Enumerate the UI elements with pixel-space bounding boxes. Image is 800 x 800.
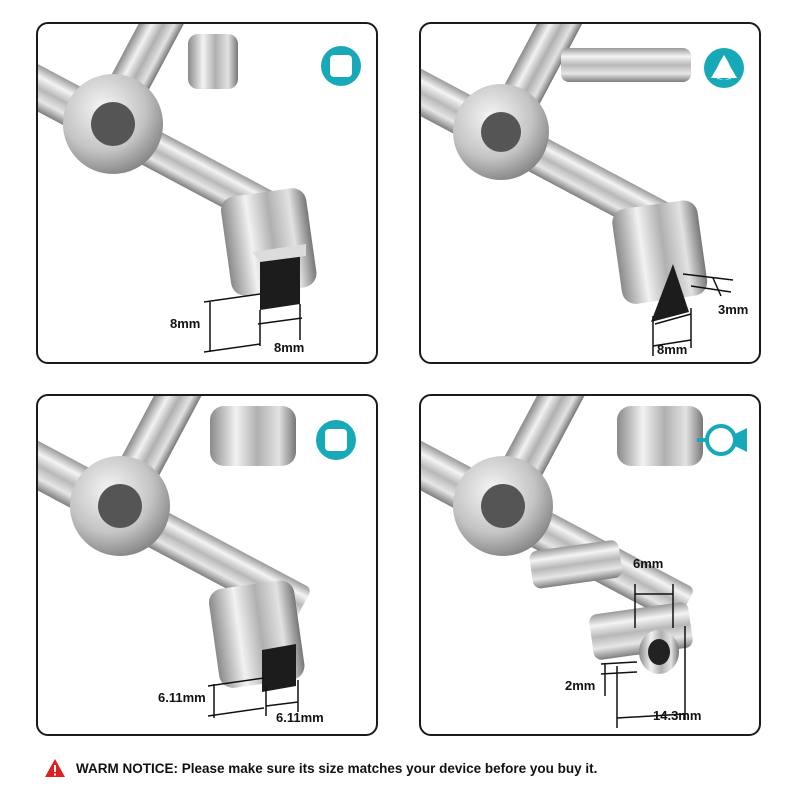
dimension-label: 6.11mm	[276, 710, 324, 725]
dimension-lines	[600, 584, 686, 728]
panel-double-bit-14-3mm: 6mm 2mm 14.3mm	[419, 394, 761, 736]
dimension-lines	[207, 677, 299, 718]
dimension-label: 2mm	[565, 678, 596, 693]
dimension-label: 14.3mm	[653, 708, 702, 723]
panel-square-8mm: 8mm 8mm	[36, 22, 378, 364]
dimension-lines	[203, 293, 303, 353]
cross-key-photo	[38, 24, 361, 353]
dimension-lines	[652, 273, 734, 356]
cross-key-photo	[421, 396, 747, 728]
cross-key-photo	[38, 396, 356, 718]
cross-key-photo	[421, 24, 744, 356]
warning-icon	[45, 759, 65, 777]
dimension-label: 8mm	[274, 340, 305, 355]
dimension-label: 6.11mm	[158, 690, 206, 705]
shape-badge	[704, 48, 744, 88]
dimension-label: 8mm	[170, 316, 201, 331]
dimension-label: 3mm	[718, 302, 749, 317]
panel-triangle-8mm: 3mm 8mm	[419, 22, 761, 364]
shape-badge	[697, 424, 747, 456]
notice-text: WARM NOTICE: Please make sure its size m…	[76, 760, 598, 776]
dimension-label: 8mm	[657, 342, 688, 357]
shape-badge	[316, 420, 356, 460]
shape-badge	[321, 46, 361, 86]
warm-notice: WARM NOTICE: Please make sure its size m…	[44, 756, 597, 780]
dimension-label: 6mm	[633, 556, 664, 571]
panel-square-6-11mm: 6.11mm 6.11mm	[36, 394, 378, 736]
